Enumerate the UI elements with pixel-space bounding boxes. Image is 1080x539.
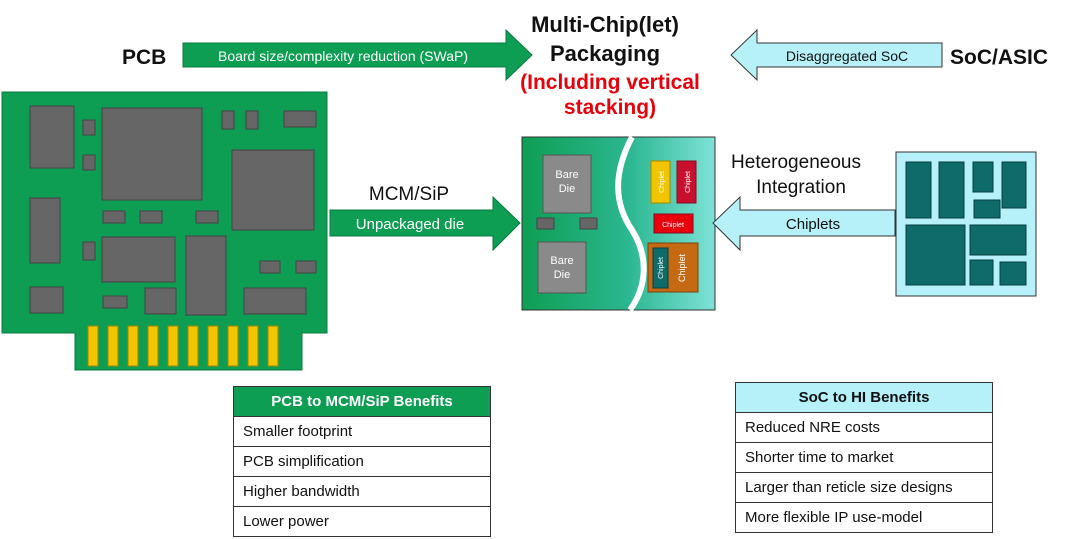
pcb-arrow-label: Board size/complexity reduction (SWaP) <box>218 48 468 64</box>
soc-benefit-item: Reduced NRE costs <box>735 412 993 443</box>
bare-die-2 <box>537 241 587 294</box>
chiplet-red-vertical <box>676 160 697 204</box>
mcm-sip-title: MCM/SiP <box>369 184 449 205</box>
pcb-label: PCB <box>122 46 166 69</box>
mcm-arrow-label: Unpackaged die <box>356 216 464 233</box>
subtitle-line1: (Including vertical <box>520 71 700 94</box>
pcb-board-illustration <box>1 91 328 371</box>
bare-die-1 <box>542 154 592 214</box>
hi-title-line1: Heterogeneous <box>731 152 861 173</box>
chiplet-red-horizontal-label: Chiplet <box>662 222 684 229</box>
chiplets-arrow-label: Chiplets <box>786 216 840 233</box>
chiplet-gold <box>650 160 671 204</box>
soc-blocks <box>905 161 1027 286</box>
pcb-benefit-item: Higher bandwidth <box>233 476 491 507</box>
soc-label: SoC/ASIC <box>950 46 1048 69</box>
bare-die-2-label-line2: Die <box>554 269 571 281</box>
bare-die-1-label-line2: Die <box>559 183 576 195</box>
mcm-arrow <box>329 195 521 252</box>
chiplet-stack-top-label: Chiplet <box>658 257 665 279</box>
soc-die-illustration <box>895 151 1037 297</box>
edge-connector-pins <box>87 325 279 367</box>
chiplet-red-horizontal <box>653 213 694 234</box>
title-line1: Multi-Chip(let) <box>531 12 679 37</box>
pcb-chips <box>29 105 317 316</box>
title-line2: Packaging <box>550 41 660 66</box>
chiplet-gold-label: Chiplet <box>659 171 666 193</box>
hi-title-line2: Integration <box>756 177 846 198</box>
small-component-right <box>579 217 598 230</box>
chiplet-red-vertical-label: Chiplet <box>685 171 692 193</box>
pcb-benefit-item: Smaller footprint <box>233 416 491 447</box>
soc-benefit-item: Larger than reticle size designs <box>735 472 993 503</box>
chiplet-stack-top <box>652 247 669 289</box>
soc-to-package-arrow <box>730 28 943 82</box>
pcb-benefits-header: PCB to MCM/SiP Benefits <box>233 386 491 417</box>
package-illustration: Bare Die Bare Die Chiplet Chiplet Chiple… <box>521 135 716 312</box>
chiplet-stack-base-label: Chiplet <box>677 253 687 282</box>
soc-to-hi-benefits-table: SoC to HI Benefits Reduced NRE costs Sho… <box>735 382 993 533</box>
soc-benefit-item: More flexible IP use-model <box>735 502 993 533</box>
soc-arrow-label: Disaggregated SoC <box>786 48 908 64</box>
subtitle-line2: stacking) <box>564 96 656 119</box>
pcb-to-mcm-arrow <box>182 28 533 82</box>
soc-benefits-header: SoC to HI Benefits <box>735 382 993 413</box>
package-wavy-divider <box>615 135 647 312</box>
chiplets-arrow <box>712 195 896 252</box>
pcb-benefit-item: PCB simplification <box>233 446 491 477</box>
bare-die-2-label-line1: Bare <box>550 255 573 267</box>
pcb-to-mcm-benefits-table: PCB to MCM/SiP Benefits Smaller footprin… <box>233 386 491 537</box>
bare-die-1-label-line1: Bare <box>555 169 578 181</box>
small-component-left <box>536 217 555 230</box>
soc-benefit-item: Shorter time to market <box>735 442 993 473</box>
pcb-benefit-item: Lower power <box>233 506 491 537</box>
